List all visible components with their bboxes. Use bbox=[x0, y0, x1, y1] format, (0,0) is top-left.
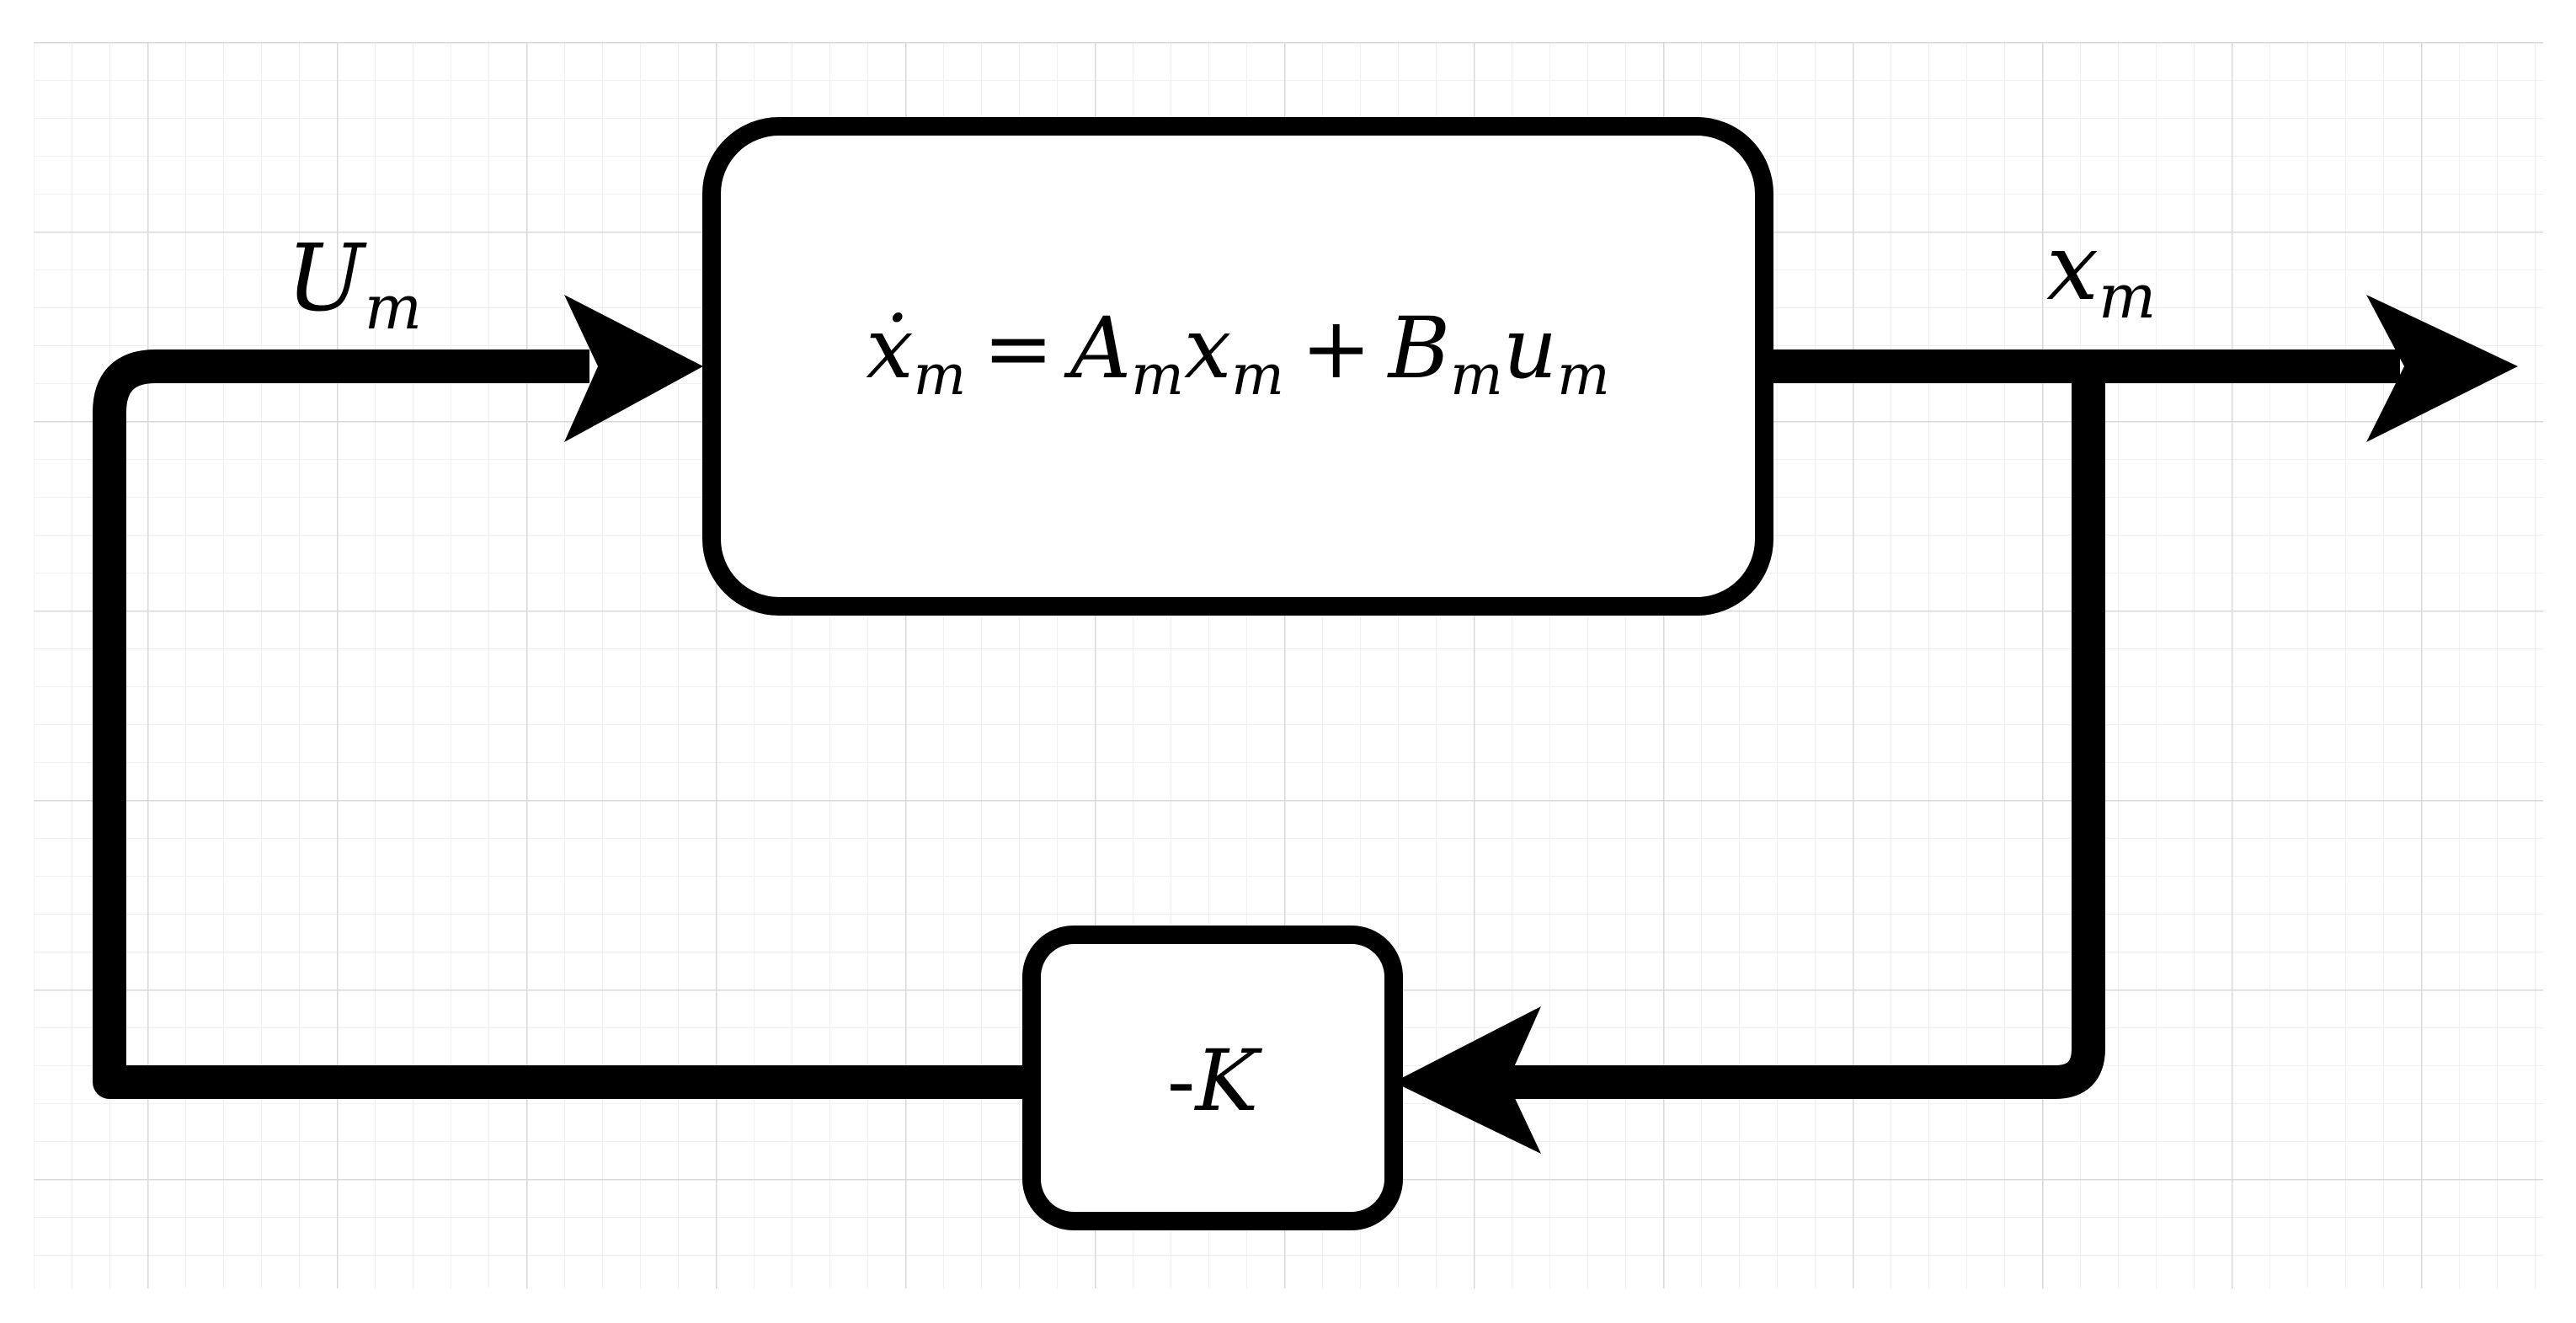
system-block bbox=[702, 117, 1773, 616]
input-vector: u bbox=[1503, 299, 1557, 397]
feedback-arrowhead bbox=[1394, 1006, 1541, 1154]
output-label: xm bbox=[2046, 213, 2156, 332]
feedback-branch-wire bbox=[1491, 366, 2105, 1099]
gain-block bbox=[1022, 926, 1403, 1230]
input-matrix: B bbox=[1387, 299, 1451, 397]
state-derivative: ẋ bbox=[866, 299, 913, 397]
input-label: Um bbox=[286, 224, 422, 343]
plus-sign: + bbox=[1301, 299, 1372, 397]
system-equation: ẋm=Amxm+Bmum bbox=[866, 299, 1610, 408]
output-arrowhead bbox=[2366, 295, 2518, 442]
gain-label: -K bbox=[1167, 1032, 1263, 1130]
state-vector: x bbox=[1184, 299, 1231, 397]
state-matrix: A bbox=[1064, 299, 1131, 397]
input-arrowhead bbox=[564, 295, 703, 442]
feedback-return-wire bbox=[93, 349, 1032, 1099]
equals-sign: = bbox=[983, 299, 1053, 397]
